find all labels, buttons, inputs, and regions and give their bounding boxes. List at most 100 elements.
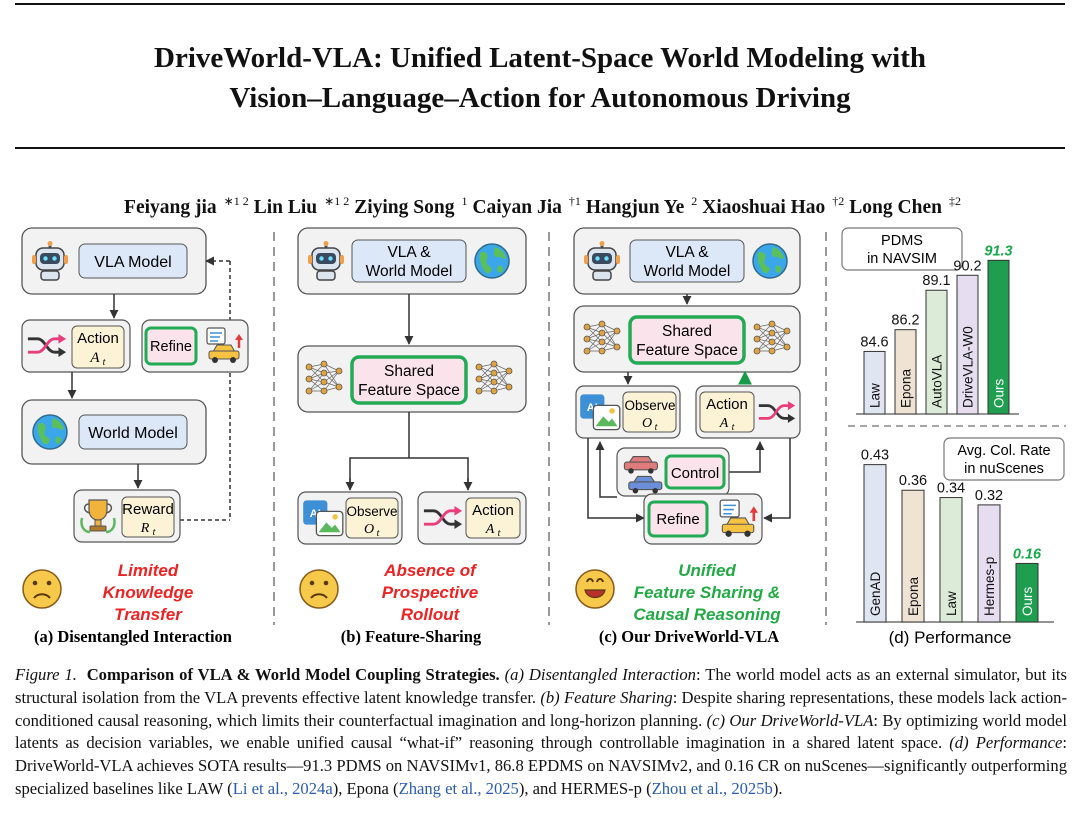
bar-category-label: Epona xyxy=(899,368,914,408)
author-entry: Feiyang jia ∗1 2 xyxy=(119,194,249,218)
citation-epona[interactable]: Zhang et al., 2025 xyxy=(398,778,519,798)
caption-text-2: ), Epona ( xyxy=(332,778,399,798)
globe-icon xyxy=(32,414,68,450)
author-name: Feiyang jia xyxy=(124,196,217,218)
shared-space-line-1: Shared xyxy=(662,323,712,340)
caption-a-label: (a) Disentangled Interaction xyxy=(504,665,696,684)
world-model-box: World Model xyxy=(88,425,178,442)
vla-world-model-line-2: World Model xyxy=(366,263,453,280)
author-name: Long Chen xyxy=(849,196,942,218)
author-name: Caiyan Jia xyxy=(472,196,562,218)
shared-space-line-2: Feature Space xyxy=(358,382,460,399)
verdict-c-line-1: Unified xyxy=(678,561,736,580)
caption-d-label: (d) Performance xyxy=(949,733,1063,753)
globe-icon xyxy=(474,243,510,279)
bar-value-label: 89.1 xyxy=(922,273,950,289)
verdict-b-line-1: Absence of xyxy=(383,561,478,580)
panel-a: VLA Model Action A t Refine World Model … xyxy=(21,227,249,646)
chart-title-box xyxy=(841,227,963,271)
vla-world-model-line-1: VLA & xyxy=(665,244,709,261)
bar-value-label: 0.34 xyxy=(937,481,965,497)
bar-category-label: Hermes-p xyxy=(982,557,997,616)
bar-value-label: 0.43 xyxy=(861,448,889,464)
action-symbol: A xyxy=(719,416,729,431)
author-entry: Caiyan Jia†1 xyxy=(467,194,580,218)
chart-title-line-1: Avg. Col. Rate xyxy=(957,443,1050,459)
verdict-a-line-3: Transfer xyxy=(114,605,183,624)
title-bottom-rule xyxy=(15,147,1065,149)
caption-d-text: : DriveWorld-VLA achieves SOTA results—9… xyxy=(15,733,1067,798)
bar-value-label: 0.36 xyxy=(899,473,927,489)
chart-title-line-2: in nuScenes xyxy=(964,461,1044,477)
author-affiliation: 1 xyxy=(461,194,468,208)
bar-epona xyxy=(894,329,917,415)
bar-ours xyxy=(987,259,1010,415)
action-box-label: Action xyxy=(77,330,119,347)
panel-d-label: (d) Performance xyxy=(889,628,1012,647)
author-entry: Xiaoshuai Hao†2 xyxy=(697,194,844,218)
panel-separators xyxy=(273,232,827,625)
action-symbol: A xyxy=(89,350,100,366)
action-subscript: t xyxy=(103,357,106,368)
bar-category-label: Law xyxy=(868,383,883,408)
verdict-b-line-2: Prospective xyxy=(382,583,478,602)
chart-title-box xyxy=(943,437,1065,481)
sad-face-icon xyxy=(299,569,339,609)
verdict-c-line-2: Feature Sharing & xyxy=(634,583,780,602)
bar-ours xyxy=(1015,562,1039,623)
chart-title-line-2: in NAVSIM xyxy=(867,251,937,267)
bar-value-label: 0.32 xyxy=(975,488,1003,504)
bar-epona xyxy=(901,489,925,623)
bar-law xyxy=(939,497,963,623)
caption-c-text: : By optimizing world model latents as d… xyxy=(15,710,1067,753)
control-box: Control xyxy=(671,465,719,482)
author-entry: Long Chen‡2 xyxy=(844,194,961,218)
verdict-c-line-3: Causal Reasoning xyxy=(633,605,781,624)
bar-category-label: GenAD xyxy=(868,571,883,616)
action-box-label: Action xyxy=(706,396,748,413)
citation-hermes[interactable]: Zhou et al., 2025b xyxy=(651,778,773,798)
panel-c-label: (c) Our DriveWorld-VLA xyxy=(599,627,779,646)
bar-category-label: Epona xyxy=(906,576,921,616)
observe-subscript: t xyxy=(377,528,380,539)
bar-value-label: 90.2 xyxy=(953,258,981,274)
citation-law[interactable]: Li et al., 2024a xyxy=(232,778,333,798)
paper-title: DriveWorld-VLA: Unified Latent-Space Wor… xyxy=(0,38,1080,118)
globe-icon xyxy=(752,243,788,279)
author-affiliation: 2 xyxy=(691,194,698,208)
bar-law xyxy=(863,350,886,415)
figure-1: AI xyxy=(21,227,1066,647)
caption-b-label: (b) Feature Sharing xyxy=(540,687,673,707)
bar-value-label: 84.6 xyxy=(860,334,888,350)
observe-box-label: Observe xyxy=(624,398,675,413)
panel-b: VLA & World Model Shared Feature Space O… xyxy=(297,227,527,646)
refine-box: Refine xyxy=(150,339,192,355)
author-name: Xiaoshuai Hao xyxy=(702,196,826,218)
bar-category-label: DriveVLA-W0 xyxy=(961,326,976,408)
bar-category-label: Law xyxy=(944,591,959,616)
reward-box-label: Reward xyxy=(122,501,174,518)
action-subscript: t xyxy=(732,422,735,433)
refine-box: Refine xyxy=(656,511,699,528)
sad-face-icon xyxy=(22,569,62,609)
top-rule xyxy=(15,3,1065,5)
action-subscript: t xyxy=(498,528,501,539)
vla-world-model-line-1: VLA & xyxy=(387,244,431,261)
caption-heading: Comparison of VLA & World Model Coupling… xyxy=(86,665,500,684)
caption-c-label: (c) Our DriveWorld-VLA xyxy=(706,710,874,730)
caption-b-text: : Despite sharing representations, these… xyxy=(15,687,1067,730)
caption-figure-number: Figure 1. xyxy=(15,665,77,684)
vla-world-model-line-2: World Model xyxy=(644,263,731,280)
shared-space-line-1: Shared xyxy=(384,363,434,380)
author-name: Lin Liu xyxy=(253,196,318,218)
bar-autovla xyxy=(925,289,948,415)
author-entry: Lin Liu∗1 2 xyxy=(249,194,349,218)
caption-text-4: ). xyxy=(772,778,783,798)
title-line-2: Vision–Language–Action for Autonomous Dr… xyxy=(229,82,851,114)
bar-category-label: AutoVLA xyxy=(930,355,945,408)
verdict-a-line-2: Knowledge xyxy=(103,583,194,602)
author-affiliation: ∗1 2 xyxy=(223,194,249,208)
